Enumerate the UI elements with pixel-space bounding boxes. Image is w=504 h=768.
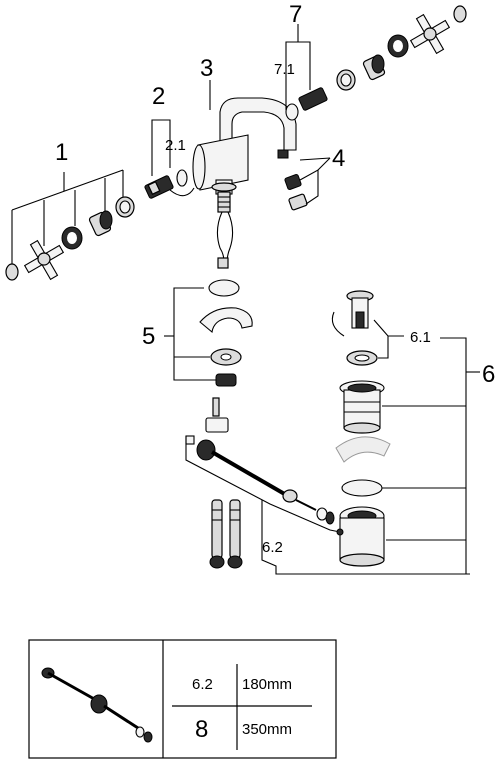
rod-illustration [41, 667, 153, 743]
rod-length-table: 6.2 180mm 8 350mm [28, 639, 337, 759]
cross-handle-right [409, 13, 451, 55]
screw-cap-right [453, 5, 467, 23]
spout-body: 3 [192, 55, 297, 269]
pivot-ball [196, 439, 216, 461]
pivot-rod [210, 450, 290, 498]
aerator-insert [284, 174, 302, 190]
cartridge-right [298, 87, 328, 111]
bushing-left [88, 210, 113, 237]
callout-6-1: 6.1 [410, 329, 431, 346]
rod-clip [205, 417, 229, 433]
callout-1: 1 [55, 139, 68, 166]
left-handle-assembly: 1 [5, 139, 135, 281]
mounting-gasket [208, 279, 240, 297]
table-length-350mm: 350mm [242, 721, 292, 738]
callout-2: 2 [152, 83, 165, 110]
callout-3: 3 [200, 55, 213, 82]
o-ring-7-1 [285, 103, 299, 121]
plug-seal [346, 350, 378, 366]
callout-7-1: 7.1 [274, 61, 295, 78]
lift-rod-1 [209, 499, 225, 569]
cartridge-left [144, 175, 174, 199]
table-code-6-2: 6.2 [192, 676, 213, 693]
screw-cap-left [5, 263, 19, 281]
mounting-set: 5 [142, 279, 253, 387]
cross-handle-left [23, 239, 65, 281]
left-cartridge-assembly: 2 2.1 [144, 83, 195, 199]
flex-hose [216, 211, 225, 265]
horseshoe-washer [199, 307, 253, 334]
table-length-180mm: 180mm [242, 676, 292, 693]
waste-flange [339, 380, 385, 434]
popup-plug [346, 290, 374, 329]
waste-body [336, 506, 385, 567]
callout-5: 5 [142, 323, 155, 350]
waste-gasket [341, 479, 383, 497]
aerator-housing [288, 193, 308, 211]
o-ring-2-1 [176, 169, 188, 187]
mounting-nut [215, 373, 237, 387]
callout-4: 4 [332, 145, 345, 172]
bushing-right [362, 54, 386, 81]
sleeve-left [115, 196, 135, 218]
sleeve-right [336, 69, 356, 91]
waste-gasket-ghost [335, 436, 391, 463]
callout-7: 7 [289, 1, 302, 28]
aerator-assembly: 4 [284, 145, 345, 211]
callout-6-2: 6.2 [262, 539, 283, 556]
washer-left [61, 226, 83, 250]
callout-2-1: 2.1 [165, 137, 186, 154]
lift-rod-2 [227, 499, 243, 569]
table-code-8: 8 [195, 716, 208, 743]
callout-6: 6 [482, 361, 495, 388]
right-handle-assembly: 7 7.1 [274, 1, 467, 121]
waste-assembly: 6.1 6 [331, 290, 495, 574]
popup-rod-assembly: 6.2 [185, 397, 470, 575]
washer-right [387, 34, 409, 58]
